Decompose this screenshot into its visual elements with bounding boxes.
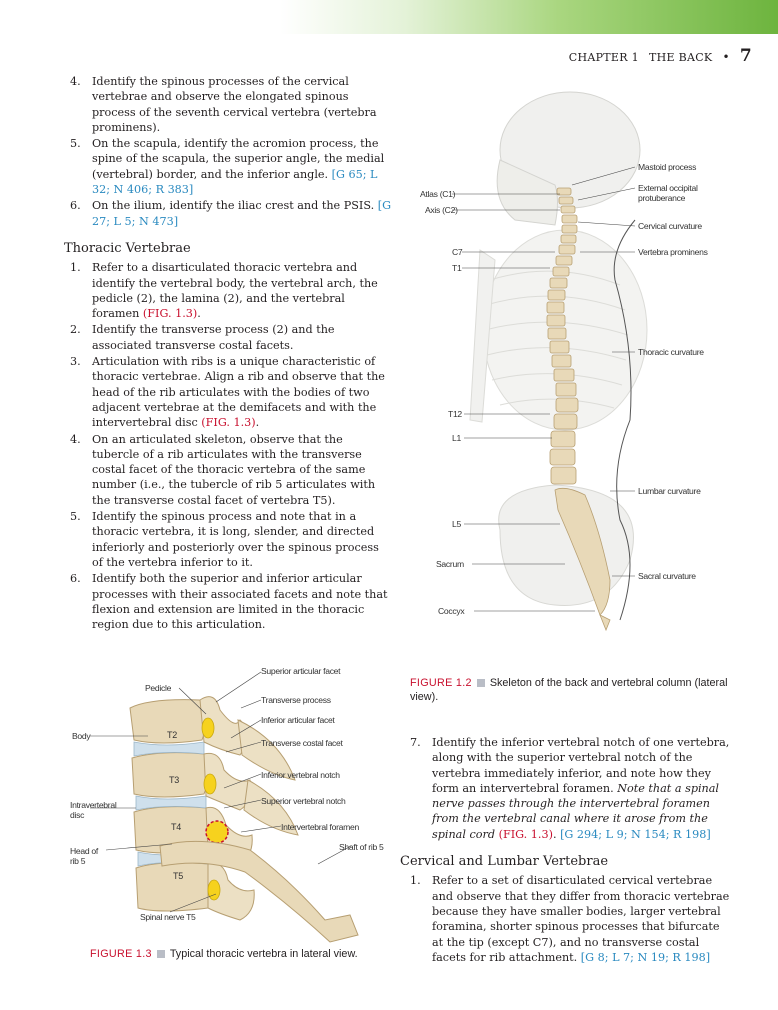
label-t1: T1 <box>452 263 462 273</box>
chapter-title: THE BACK <box>648 51 713 64</box>
page-number: 7 <box>739 46 752 66</box>
steps-list-item-7: 7. Identify the inferior vertebral notch… <box>410 735 730 842</box>
label-l1: L1 <box>452 433 461 443</box>
list-item: 4. Identify the spinous processes of the… <box>70 75 377 134</box>
figure-number: FIGURE 1.2 <box>410 677 472 689</box>
skeleton-leader-lines <box>452 166 636 612</box>
label-t3: T3 <box>169 775 179 785</box>
label-spinal-nerve: Spinal nerve T5 <box>140 912 196 922</box>
label-sacral-curvature: Sacral curvature <box>638 571 696 581</box>
label-inferior-vertebral-notch: Inferior vertebral notch <box>261 770 340 780</box>
label-t5: T5 <box>173 871 183 881</box>
thoracic-vertebrae-illustration <box>129 696 359 943</box>
atlas-reference-link[interactable]: [G 294; L 9; N 154; R 198] <box>560 827 711 841</box>
caption-box-icon <box>476 679 485 687</box>
label-t2: T2 <box>167 730 177 740</box>
label-mastoid-process: Mastoid process <box>638 162 697 172</box>
label-shaft-of-rib: Shaft of rib 5 <box>339 842 384 852</box>
skeleton-illustration <box>469 91 648 632</box>
label-body: Body <box>72 731 91 741</box>
label-transverse-process: Transverse process <box>261 695 331 705</box>
label-lumbar-curvature: Lumbar curvature <box>638 486 701 496</box>
label-superior-vertebral-notch: Superior vertebral notch <box>261 796 346 806</box>
label-head-of-rib: Head of rib 5 <box>70 846 98 866</box>
section-heading-thoracic: Thoracic Vertebrae <box>64 240 191 256</box>
label-cervical-curvature: Cervical curvature <box>638 221 702 231</box>
list-item: 4. On an articulated skeleton, observe t… <box>70 432 376 507</box>
note-text: Note that a spinal nerve passes through … <box>432 781 720 841</box>
label-sacrum: Sacrum <box>436 559 464 569</box>
figure-number: FIGURE 1.3 <box>90 948 152 960</box>
chapter-label: CHAPTER 1 <box>568 51 639 64</box>
label-external-occipital-protuberance: External occipital protuberance <box>638 183 698 203</box>
steps-list-top: 4. Identify the spinous processes of the… <box>70 74 392 229</box>
left-column: 4. Identify the spinous processes of the… <box>64 74 392 633</box>
caption-box-icon <box>156 950 165 958</box>
figure-reference-link[interactable]: (FIG. 1.3) <box>142 307 198 321</box>
label-c7: C7 <box>452 247 463 257</box>
label-coccyx: Coccyx <box>438 606 465 616</box>
label-inferior-articular-facet: Inferior articular facet <box>261 715 335 725</box>
label-superior-articular-facet: Superior articular facet <box>261 666 341 676</box>
list-item: 6. On the ilium, identify the iliac cres… <box>70 199 392 228</box>
separator-bullet: • <box>722 50 730 64</box>
label-atlas: Atlas (C1) <box>420 189 456 199</box>
label-thoracic-curvature: Thoracic curvature <box>638 347 704 357</box>
label-pedicle: Pedicle <box>145 683 172 693</box>
label-transverse-costal-facet: Transverse costal facet <box>261 738 343 748</box>
steps-list-thoracic: 1. Refer to a disarticulated thoracic ve… <box>70 260 392 632</box>
vertebra-leader-lines <box>90 671 352 913</box>
label-axis: Axis (C2) <box>425 205 458 215</box>
running-head: CHAPTER 1 THE BACK • 7 <box>569 46 752 66</box>
figure-reference-link[interactable]: (FIG. 1.3) <box>201 416 256 430</box>
right-column: 7. Identify the inferior vertebral notch… <box>400 735 730 966</box>
header-gradient-bar <box>0 0 778 34</box>
list-item: 1. Refer to a disarticulated thoracic ve… <box>70 261 378 321</box>
figure-reference-link[interactable]: (FIG. 1.3) <box>498 827 553 841</box>
list-item: 3. Articulation with ribs is a unique ch… <box>70 355 385 430</box>
list-item: 5. Identify the spinous process and note… <box>70 510 379 569</box>
label-l5: L5 <box>452 519 461 529</box>
list-item: 7. Identify the inferior vertebral notch… <box>410 736 730 841</box>
atlas-reference-link[interactable]: [G 65; L 32; N 406; R 383] <box>92 167 378 197</box>
list-item: 5. On the scapula, identify the acromion… <box>70 137 385 197</box>
list-item: 2. Identify the transverse process (2) a… <box>70 323 335 352</box>
label-t4: T4 <box>171 822 181 832</box>
list-item: 1. Refer to a set of disarticulated cerv… <box>410 874 730 964</box>
label-intravertebral-disc: Intravertebral disc <box>70 800 117 820</box>
atlas-reference-link[interactable]: [G 27; L 5; N 473] <box>92 199 392 228</box>
label-intervertebral-foramen: Intervertebral foramen <box>281 822 359 832</box>
label-vertebra-prominens: Vertebra prominens <box>638 247 708 257</box>
section-heading-cervical-lumbar: Cervical and Lumbar Vertebrae <box>400 854 609 870</box>
steps-list-cervical: 1. Refer to a set of disarticulated cerv… <box>410 873 730 965</box>
list-item: 6. Identify both the superior and inferi… <box>70 572 388 632</box>
atlas-reference-link[interactable]: [G 8; L 7; N 19; R 198] <box>580 950 711 964</box>
label-t12: T12 <box>448 409 462 419</box>
